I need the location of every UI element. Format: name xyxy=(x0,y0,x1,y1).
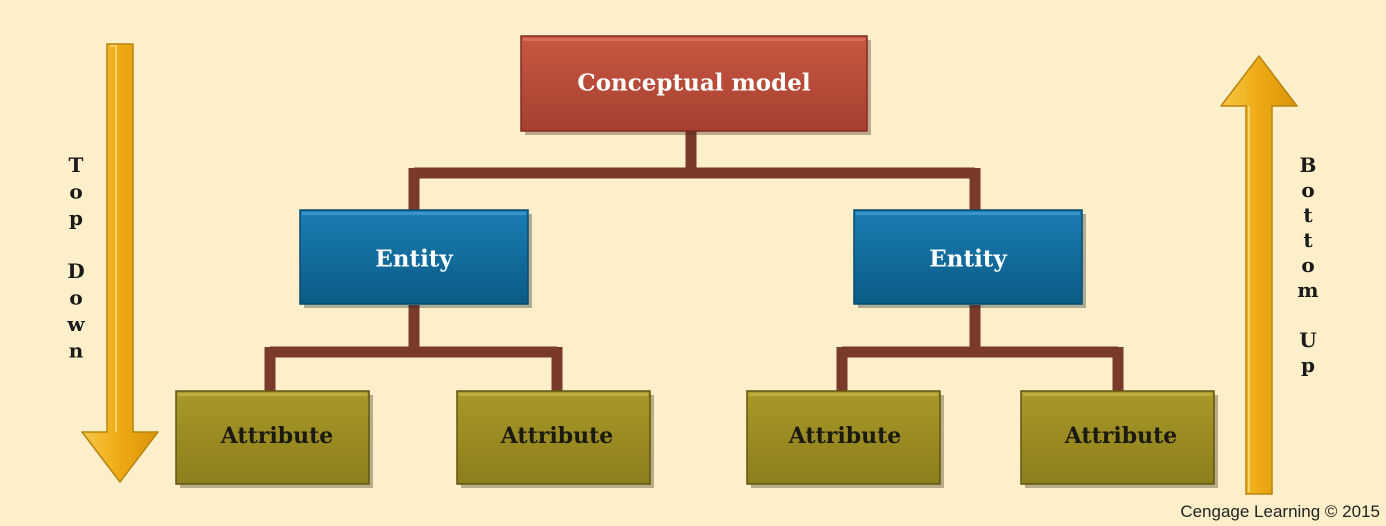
conceptual-model-label: Conceptual model xyxy=(577,70,810,97)
bottom-up-letter: p xyxy=(1301,353,1315,377)
down-arrow-icon xyxy=(81,43,159,483)
entity-1-label: Entity xyxy=(375,246,453,273)
entity-2-label: Entity xyxy=(929,246,1007,273)
top-down-letter: p xyxy=(69,206,83,230)
top-down-letter: T xyxy=(69,153,84,177)
bottom-up-letter: o xyxy=(1301,253,1314,277)
entity-box-1: Entity xyxy=(299,209,532,308)
attribute-box-3: Attribute xyxy=(746,390,944,488)
top-down-letter: w xyxy=(66,312,85,336)
entity-box-2: Entity xyxy=(853,209,1086,308)
connectors xyxy=(264,131,1124,391)
top-down-arrow xyxy=(81,43,159,483)
bottom-up-letter: m xyxy=(1297,278,1318,302)
bottom-up-arrow xyxy=(1220,55,1298,495)
bottom-up-letter: t xyxy=(1303,203,1313,227)
bottom-up-letter: U xyxy=(1299,328,1316,352)
bottom-up-letter: o xyxy=(1301,178,1314,202)
copyright-credit: Cengage Learning © 2015 xyxy=(1180,502,1380,521)
top-down-letter: n xyxy=(69,339,84,363)
attribute-box-1: Attribute xyxy=(175,390,373,488)
top-down-letter: o xyxy=(69,286,82,310)
attribute-2-label: Attribute xyxy=(500,423,614,449)
top-down-letter: o xyxy=(69,180,82,204)
up-arrow-icon xyxy=(1220,55,1298,495)
attribute-4-label: Attribute xyxy=(1064,423,1178,449)
conceptual-model-box: Conceptual model xyxy=(520,35,871,135)
attribute-box-2: Attribute xyxy=(456,390,654,488)
attribute-1-label: Attribute xyxy=(220,423,334,449)
top-down-letter: D xyxy=(67,259,84,283)
attribute-3-label: Attribute xyxy=(788,423,902,449)
bottom-up-letter: t xyxy=(1303,228,1313,252)
bottom-up-letter: B xyxy=(1300,153,1317,177)
attribute-box-4: Attribute xyxy=(1020,390,1218,488)
